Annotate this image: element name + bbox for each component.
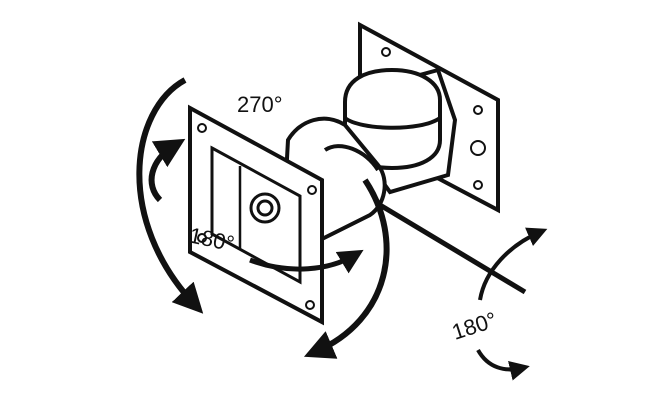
swivel-arrow	[303, 178, 390, 359]
rotation-axis-line	[378, 202, 527, 295]
plate-rotation-arrow	[249, 249, 364, 274]
swivel-angle-label: 180°	[449, 307, 500, 345]
tilt-angle-label: 270°	[237, 92, 283, 117]
axis-rotation-arrow	[476, 227, 548, 381]
tilt-arrow	[136, 77, 204, 314]
